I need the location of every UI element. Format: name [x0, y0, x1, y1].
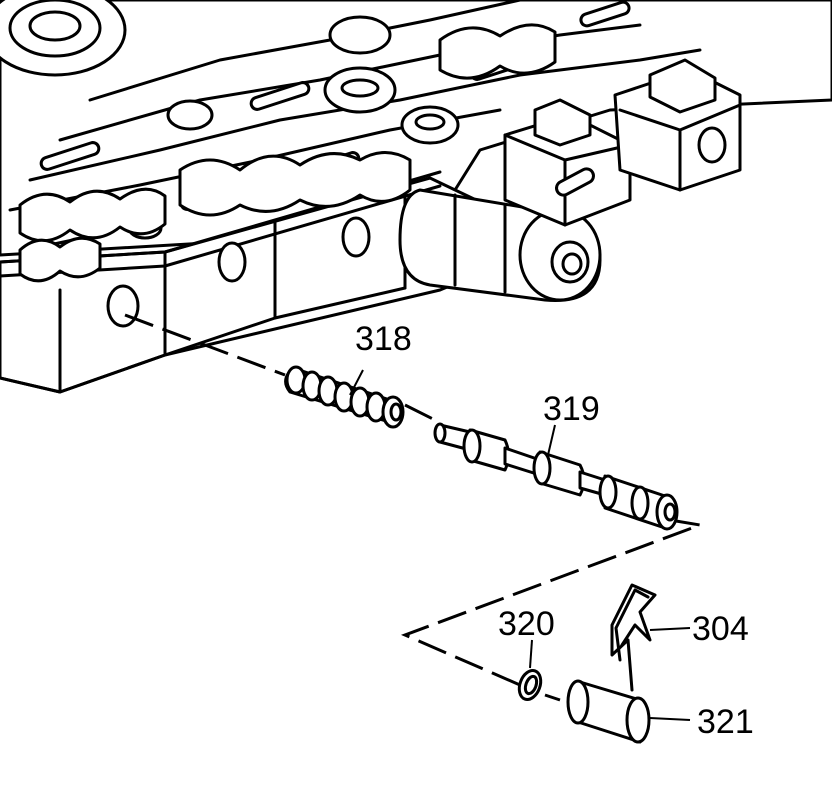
- callout-321: 321: [697, 703, 754, 741]
- valve-319: [433, 422, 679, 531]
- seal-320: [517, 639, 543, 702]
- callout-304: 304: [692, 610, 749, 648]
- callout-319: 319: [543, 390, 600, 428]
- solenoid-connector-right: [613, 58, 742, 192]
- valve-body: [0, 0, 832, 394]
- callout-318: 318: [355, 320, 412, 358]
- spring-318: [284, 365, 405, 429]
- plug-321: [566, 679, 691, 744]
- solenoid-connector-left: [503, 98, 632, 227]
- assembly-center-line: [124, 313, 706, 702]
- clip-304: [610, 583, 691, 692]
- callout-320: 320: [498, 605, 555, 643]
